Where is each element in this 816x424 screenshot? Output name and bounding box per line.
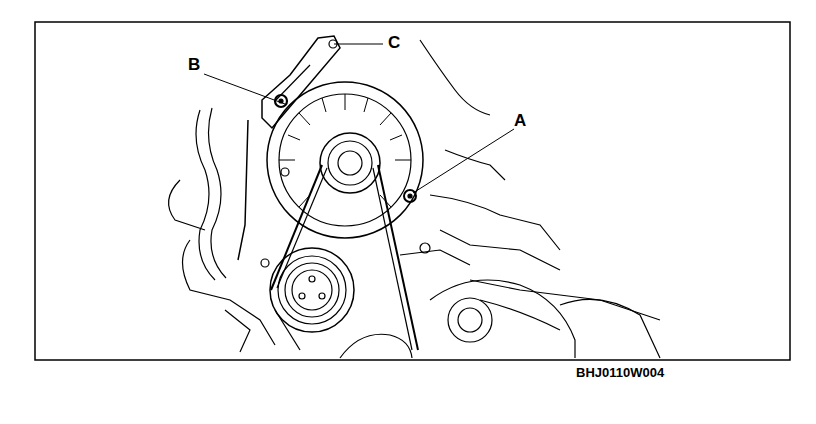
callout-letter: C (388, 34, 400, 53)
callout-letter: B (188, 56, 200, 75)
callout-letter: A (514, 112, 526, 131)
figure-code: BHJ0110W004 (576, 366, 664, 380)
